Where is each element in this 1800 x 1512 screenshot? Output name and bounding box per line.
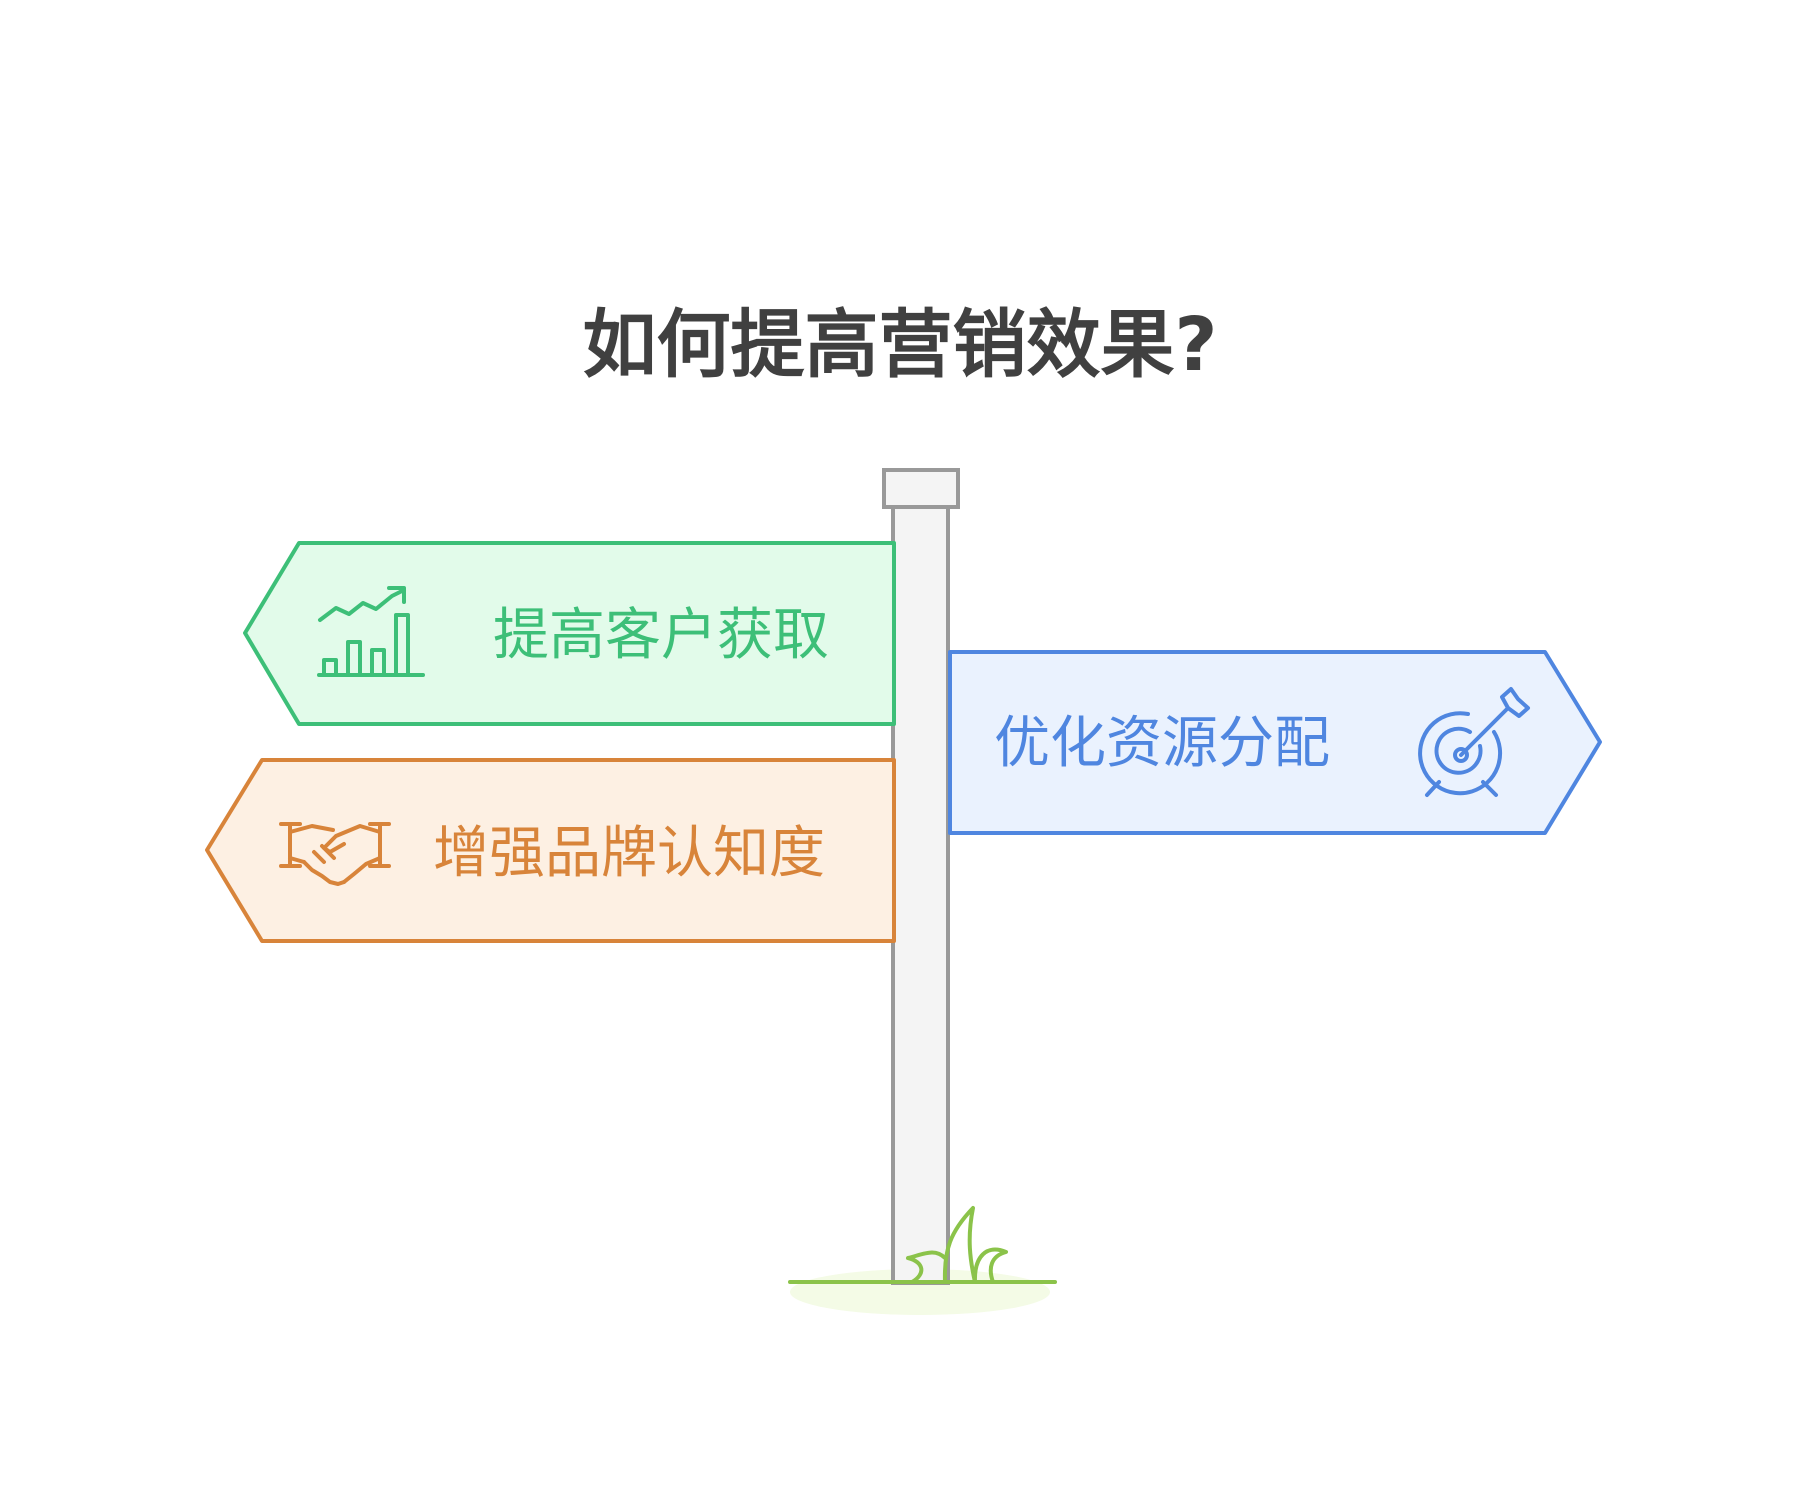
handshake-icon — [279, 822, 391, 886]
grass-tuft — [788, 1206, 1057, 1284]
signpost-pole — [891, 491, 950, 1285]
growth-chart-icon — [317, 586, 425, 677]
sign-resource-allocation[interactable]: 优化资源分配 — [948, 650, 1602, 835]
signpost-cap — [882, 468, 960, 509]
sign-customer-acquisition[interactable]: 提高客户获取 — [243, 541, 896, 726]
target-arrow-icon — [1418, 687, 1530, 797]
sign-label: 提高客户获取 — [493, 603, 829, 668]
sign-brand-awareness[interactable]: 增强品牌认知度 — [205, 758, 896, 943]
sign-label: 增强品牌认知度 — [433, 821, 825, 886]
sign-board — [243, 541, 896, 726]
sign-label: 优化资源分配 — [994, 711, 1330, 776]
diagram-title: 如何提高营销效果? — [583, 302, 1218, 388]
sign-board — [205, 758, 896, 943]
